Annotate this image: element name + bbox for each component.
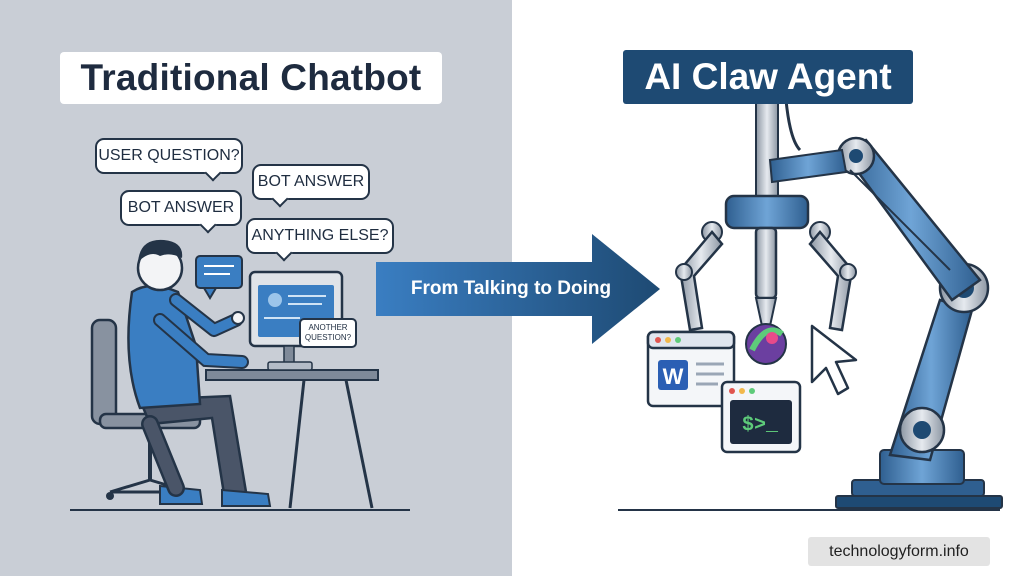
desk-illustration — [205, 369, 379, 509]
speech-bubble-bot-answer: BOT ANSWER — [252, 164, 370, 200]
mini-bubble-line2: QUESTION? — [304, 333, 352, 342]
robot-arm-illustration — [675, 99, 1003, 509]
speech-bubble-anything-else: ANYTHING ELSE? — [246, 218, 394, 254]
mouse-cursor-icon — [810, 324, 858, 396]
traditional-chatbot-title: Traditional Chatbot — [60, 52, 442, 104]
chat-icon — [195, 255, 243, 300]
ai-claw-agent-title: AI Claw Agent — [623, 50, 913, 104]
doc-letter: W — [663, 364, 684, 389]
terminal-prompt: $>_ — [742, 414, 779, 437]
person-illustration — [127, 239, 272, 507]
arrow-shape — [376, 234, 660, 344]
arrow-label: From Talking to Doing — [410, 278, 612, 299]
speech-bubble-bot-answer: BOT ANSWER — [120, 190, 242, 226]
speech-bubble-user-question: USER QUESTION? — [95, 138, 243, 174]
site-credit: technologyform.info — [808, 537, 990, 566]
another-question-bubble: ANOTHER QUESTION? — [299, 318, 357, 348]
orb-icon — [745, 323, 787, 365]
terminal-window-icon — [720, 380, 802, 454]
document-window-icon — [646, 330, 736, 408]
mini-bubble-line1: ANOTHER — [308, 323, 348, 332]
